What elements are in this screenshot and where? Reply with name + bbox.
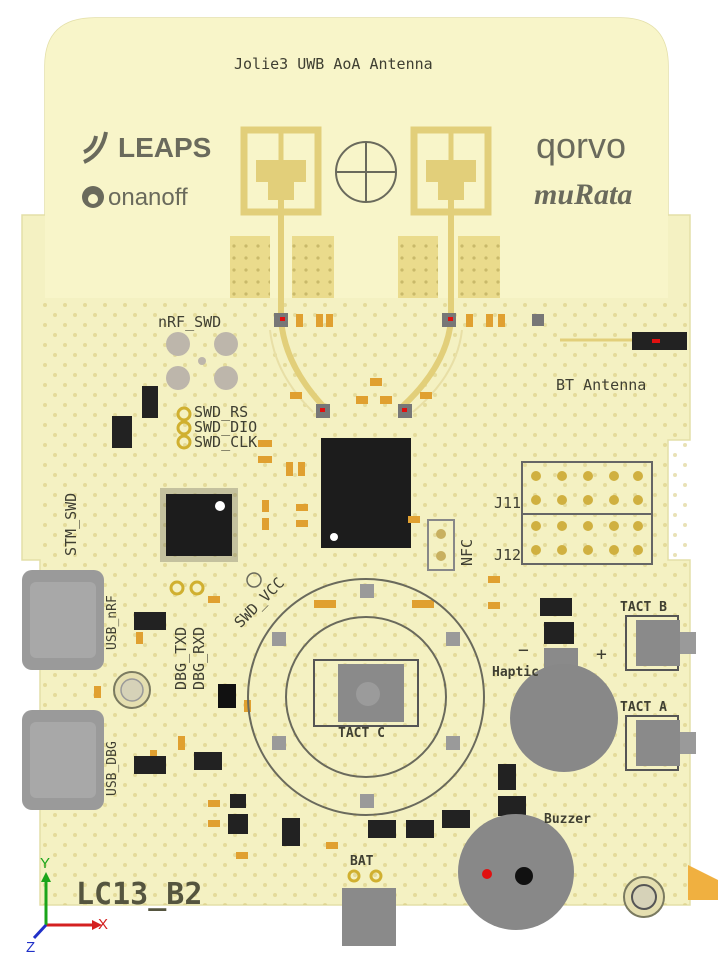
- label-plus: +: [596, 644, 607, 665]
- label-usb-nrf: USB_nRF: [105, 595, 120, 650]
- usb-nrf-connector: [22, 570, 104, 670]
- brand-onanoff: onanoff: [108, 184, 188, 211]
- label-usb-dbg: USB_DBG: [105, 741, 120, 796]
- label-j12: J12: [494, 546, 522, 564]
- buzzer: [458, 814, 574, 930]
- tact-a-switch: [625, 715, 696, 771]
- tact-b-switch: [625, 615, 696, 671]
- antenna-area: [45, 18, 668, 298]
- axis-z-label: Z: [26, 939, 36, 956]
- label-tact-a: TACT A: [620, 700, 667, 715]
- leaps-logo-icon: [83, 131, 108, 164]
- board-name: LC13_B2: [76, 877, 203, 912]
- nfc-connector: [427, 519, 455, 571]
- tact-c-ring-outer: [247, 578, 485, 816]
- onanoff-logo-icon: [82, 186, 104, 208]
- label-stm-swd: STM_SWD: [62, 492, 80, 556]
- label-minus: −: [518, 640, 529, 661]
- uwb-module-chip: [321, 438, 411, 548]
- label-bt-antenna: BT Antenna: [556, 376, 647, 394]
- label-dbg-txd: DBG_TXD: [172, 626, 190, 690]
- mcu-chip: [160, 488, 238, 562]
- label-tact-c: TACT C: [338, 726, 385, 741]
- brand-leaps: LEAPS: [118, 132, 212, 163]
- bat-connector: [342, 888, 396, 946]
- label-nrf-swd: nRF_SWD: [158, 313, 222, 331]
- board-tab: [688, 865, 718, 900]
- label-tact-b: TACT B: [620, 600, 667, 615]
- label-dbg-rxd: DBG_RXD: [190, 626, 208, 690]
- j12-header: [521, 513, 653, 565]
- usb-dbg-connector: [22, 710, 104, 810]
- label-swd-clk: SWD_CLK: [194, 433, 258, 451]
- label-buzzer: Buzzer: [544, 812, 591, 827]
- haptic-motor: [510, 648, 618, 772]
- label-j11: J11: [494, 494, 522, 512]
- label-swd-dio: SWD_DIO: [194, 418, 258, 436]
- label-swd-rs: SWD_RS: [194, 403, 249, 421]
- board-title: Jolie3 UWB AoA Antenna: [234, 55, 433, 73]
- label-bat: BAT: [350, 854, 374, 869]
- tact-c-switch: [313, 659, 419, 727]
- brand-qorvo: qorvo: [536, 125, 627, 166]
- axis-triad: [32, 872, 102, 940]
- axis-x-label: X: [98, 916, 109, 933]
- axis-y-label: Y: [40, 855, 51, 872]
- label-nfc: NFC: [458, 538, 476, 566]
- label-haptic: Haptic: [492, 665, 539, 680]
- brand-murata: muRata: [534, 178, 633, 211]
